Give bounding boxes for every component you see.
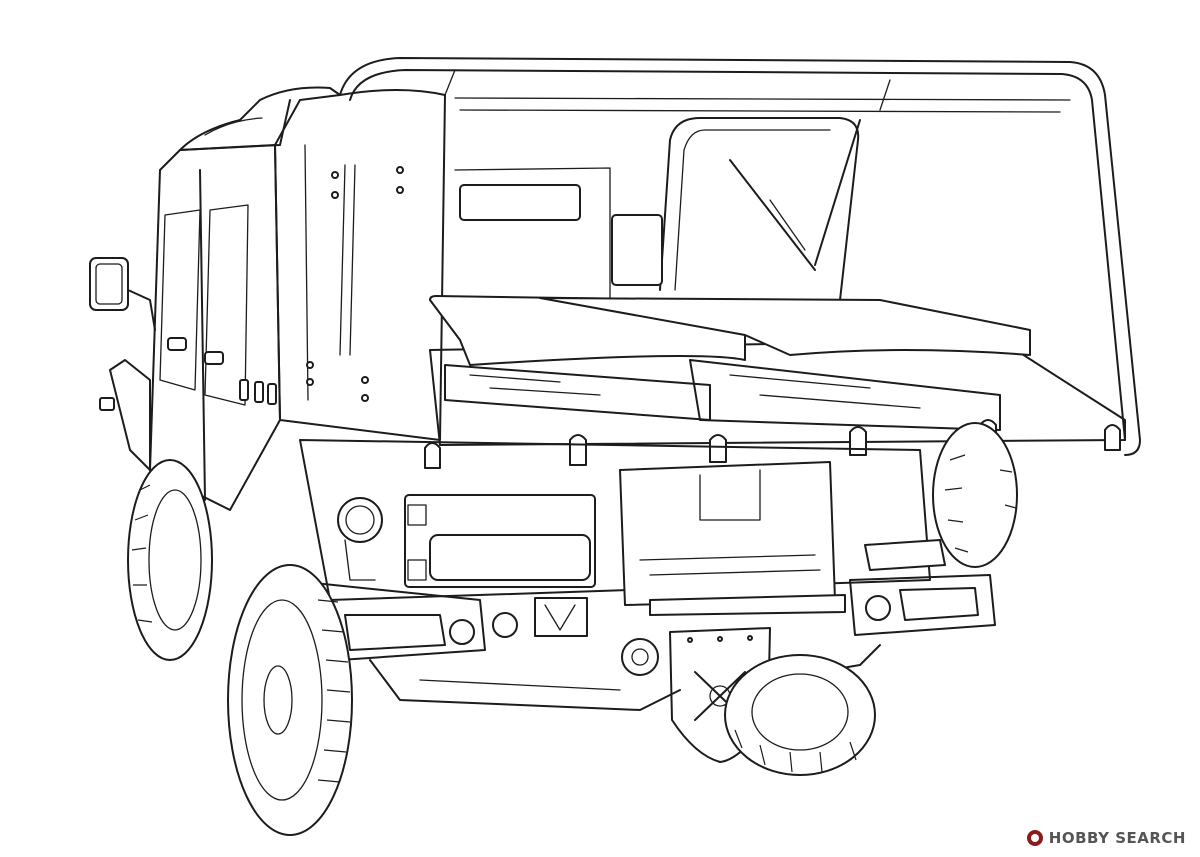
front-fender [99,359,151,471]
spare-wheel [932,422,1018,568]
rear-left-wheel [227,564,353,836]
side-mirror [89,257,156,331]
side-panel [274,89,446,441]
cab-doors [149,144,281,511]
watermark-text: HOBBY SEARCH [1048,829,1186,847]
hobby-search-logo-icon [1026,830,1043,846]
rear-bumper [284,539,996,763]
rear-body [299,439,931,637]
rear-right-wheel [724,654,876,776]
watermark: HOBBY SEARCH [1026,829,1186,847]
cargo-bed [424,167,1126,469]
canopy-frame [339,57,1141,456]
front-wheel [127,459,213,661]
cab-top [179,86,341,151]
